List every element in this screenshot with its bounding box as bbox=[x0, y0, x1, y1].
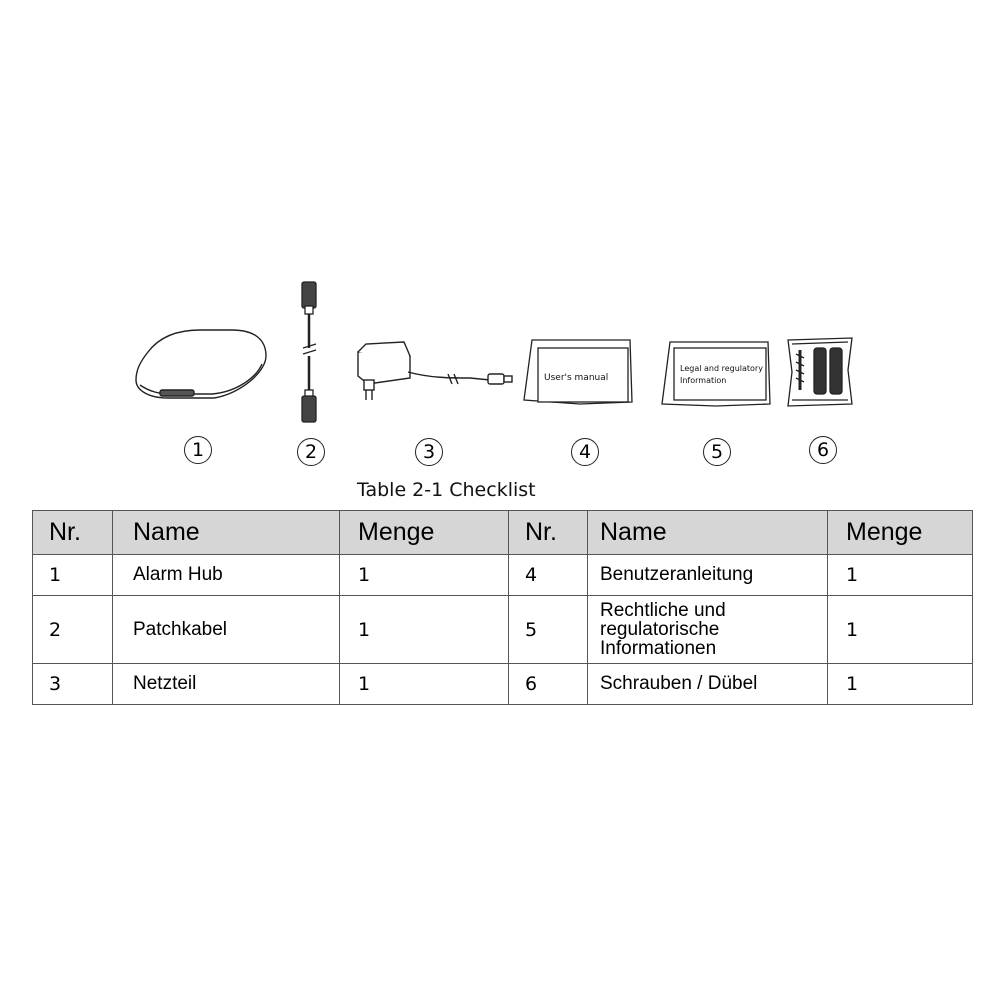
patch-cable-image bbox=[301, 281, 317, 423]
cell-name: Rechtliche und regulatorische Informatio… bbox=[587, 595, 828, 664]
users-manual-label: User's manual bbox=[544, 373, 608, 383]
table-row: 2 Patchkabel 1 5 Rechtliche und regulato… bbox=[32, 595, 973, 664]
legal-info-label-line1: Legal and regulatory bbox=[680, 364, 763, 373]
item-number-2: 2 bbox=[297, 438, 325, 466]
cell-name-line: regulatorische bbox=[600, 619, 720, 640]
legal-info-label-line2: Information bbox=[680, 376, 726, 385]
table-header-row: Nr. Name Menge Nr. Name Menge bbox=[32, 510, 973, 555]
table-caption: Table 2-1 Checklist bbox=[357, 479, 536, 501]
header-name: Name bbox=[587, 510, 828, 555]
cell-menge: 1 bbox=[339, 663, 509, 705]
header-menge: Menge bbox=[827, 510, 973, 555]
cell-nr: 6 bbox=[508, 663, 588, 705]
cell-nr: 2 bbox=[32, 595, 113, 664]
item-number-6: 6 bbox=[809, 436, 837, 464]
screws-bag-image bbox=[787, 337, 853, 407]
cell-menge: 1 bbox=[827, 663, 973, 705]
cell-menge: 1 bbox=[339, 595, 509, 664]
table-row: 1 Alarm Hub 1 4 Benutzeranleitung 1 bbox=[32, 554, 973, 596]
cell-name: Patchkabel bbox=[112, 595, 340, 664]
cell-nr: 3 bbox=[32, 663, 113, 705]
table-row: 3 Netzteil 1 6 Schrauben / Dübel 1 bbox=[32, 663, 973, 705]
header-nr: Nr. bbox=[32, 510, 113, 555]
cell-name: Netzteil bbox=[112, 663, 340, 705]
cell-menge: 1 bbox=[339, 554, 509, 596]
cell-name-line: Informationen bbox=[600, 638, 717, 659]
cell-menge: 1 bbox=[827, 554, 973, 596]
cell-name-line: Rechtliche und bbox=[600, 600, 726, 621]
cell-nr: 1 bbox=[32, 554, 113, 596]
header-name: Name bbox=[112, 510, 340, 555]
legal-info-image: Legal and regulatory Information bbox=[661, 341, 771, 407]
header-nr: Nr. bbox=[508, 510, 588, 555]
cell-nr: 4 bbox=[508, 554, 588, 596]
product-illustrations: User's manual Legal and regulatory Infor… bbox=[135, 281, 853, 423]
header-menge: Menge bbox=[339, 510, 509, 555]
cell-name: Alarm Hub bbox=[112, 554, 340, 596]
cell-name: Benutzeranleitung bbox=[587, 554, 828, 596]
users-manual-image: User's manual bbox=[523, 339, 633, 405]
power-adapter-image bbox=[357, 341, 513, 400]
item-number-3: 3 bbox=[415, 438, 443, 466]
item-number-5: 5 bbox=[703, 438, 731, 466]
alarm-hub-image bbox=[135, 329, 267, 399]
cell-nr: 5 bbox=[508, 595, 588, 664]
cell-menge: 1 bbox=[827, 595, 973, 664]
cell-name: Schrauben / Dübel bbox=[587, 663, 828, 705]
item-number-4: 4 bbox=[571, 438, 599, 466]
item-number-1: 1 bbox=[184, 436, 212, 464]
checklist-table: Nr. Name Menge Nr. Name Menge 1 Alarm Hu… bbox=[32, 510, 973, 705]
